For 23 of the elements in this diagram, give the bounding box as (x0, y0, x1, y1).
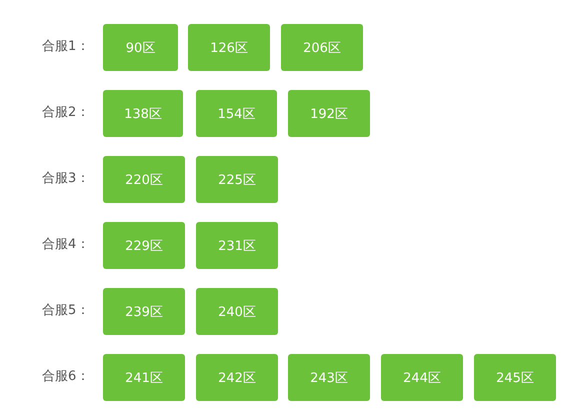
server-button: 154区 (196, 90, 277, 137)
server-button: 241区 (103, 354, 185, 401)
row-label: 合服3： (42, 170, 90, 188)
row-label: 合服1： (42, 38, 90, 56)
row-label: 合服2： (42, 104, 90, 122)
row-label: 合服5： (42, 302, 90, 320)
server-button: 239区 (103, 288, 185, 335)
server-button: 126区 (188, 24, 270, 71)
server-button: 240区 (196, 288, 278, 335)
server-button: 225区 (196, 156, 278, 203)
server-button: 231区 (196, 222, 278, 269)
row-label: 合服4： (42, 236, 90, 254)
server-button: 242区 (196, 354, 278, 401)
server-button: 90区 (103, 24, 178, 71)
server-button: 229区 (103, 222, 185, 269)
server-button: 243区 (288, 354, 370, 401)
server-button: 245区 (474, 354, 556, 401)
server-button: 220区 (103, 156, 185, 203)
server-button: 206区 (281, 24, 363, 71)
server-button: 192区 (288, 90, 370, 137)
server-button: 138区 (103, 90, 183, 137)
row-label: 合服6： (42, 368, 90, 386)
server-button: 244区 (381, 354, 463, 401)
